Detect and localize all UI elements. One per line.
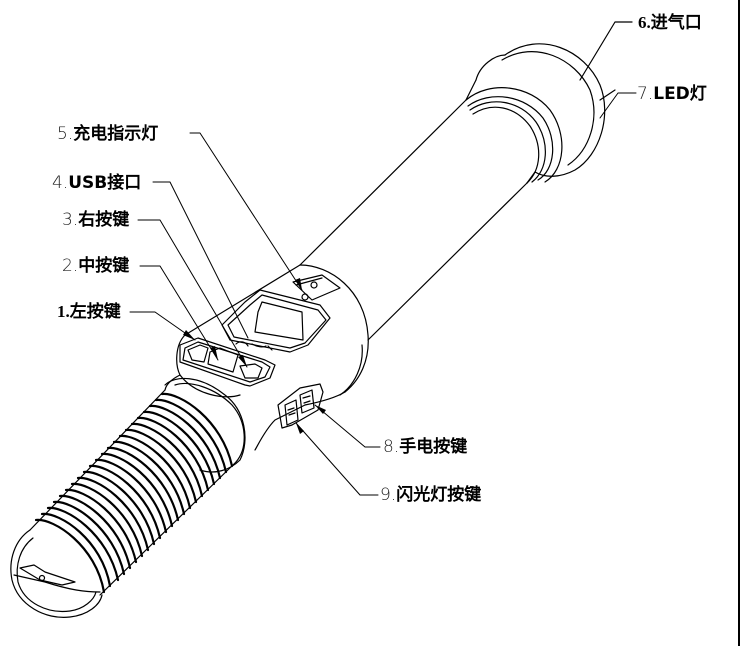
label-charge-indicator: 5.充电指示灯 xyxy=(57,124,158,144)
label-number: 7. xyxy=(637,84,654,104)
control-head xyxy=(176,264,369,451)
label-number: 2. xyxy=(62,256,79,276)
side-buttons xyxy=(277,383,324,429)
label-text: 中按键 xyxy=(78,256,130,276)
grip-collar xyxy=(164,374,246,473)
label-text: 闪光灯按键 xyxy=(396,485,482,505)
leader-arrowheads xyxy=(183,278,326,434)
frame-right-border xyxy=(738,0,740,646)
label-number: 4. xyxy=(52,173,69,193)
label-number: 5. xyxy=(57,124,74,144)
label-right-button: 3.右按键 xyxy=(62,210,129,230)
label-air-inlet: 6.进气口 xyxy=(638,13,702,33)
label-text: 右按键 xyxy=(78,210,130,230)
ribbed-grip xyxy=(29,389,237,596)
label-number: 9. xyxy=(380,485,397,505)
label-text: 进气口 xyxy=(650,13,702,33)
label-text: USB接口 xyxy=(68,173,142,193)
label-number: 6. xyxy=(638,13,651,32)
label-middle-button: 2.中按键 xyxy=(62,256,129,276)
lamp-head xyxy=(465,21,633,184)
label-number: 3. xyxy=(62,210,79,230)
label-led-light: 7.LED灯 xyxy=(637,84,707,104)
label-text: LED灯 xyxy=(653,84,707,104)
end-cap xyxy=(10,529,103,618)
label-text: 手电按键 xyxy=(399,437,468,457)
label-left-button: 1.左按键 xyxy=(57,302,121,322)
label-flashlight-button: 8.手电按键 xyxy=(383,437,467,457)
leader-lines xyxy=(129,92,637,496)
label-strobe-button: 9.闪光灯按键 xyxy=(380,485,481,505)
label-number: 1. xyxy=(57,302,70,321)
label-text: 充电指示灯 xyxy=(73,124,159,144)
label-number: 8. xyxy=(383,437,400,457)
label-usb-port: 4.USB接口 xyxy=(52,173,141,193)
label-text: 左按键 xyxy=(69,302,121,322)
tube-body xyxy=(299,99,528,341)
